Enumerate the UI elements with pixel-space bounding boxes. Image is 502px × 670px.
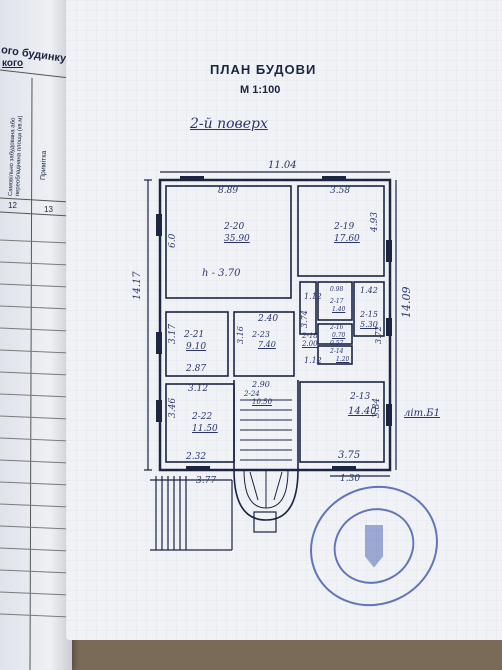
dim-top-width: 11.04 [268, 160, 297, 171]
room-2-20-id: 2-20 [224, 222, 245, 232]
graph-grid [66, 0, 502, 640]
room-2-16-id: 2-16 [330, 324, 344, 331]
room-2-13-h: 3.84 [372, 397, 382, 418]
misc-label-4: 0.57 [330, 340, 344, 347]
room-2-15-h: 3.72 [374, 326, 383, 344]
room-2-15-w: 1.42 [360, 286, 378, 295]
dim-bottom-right: 3.75 [338, 450, 361, 461]
dim-left-height: 14.17 [132, 271, 143, 300]
room-2-22-w: 3.12 [188, 384, 209, 394]
room-2-24-w: 2.90 [252, 380, 270, 389]
misc-label-2: 3.74 [300, 310, 309, 328]
plan-scale: М 1:100 [240, 84, 281, 96]
room-2-14-id: 2-14 [330, 348, 344, 355]
room-2-21-h: 3.17 [168, 323, 178, 344]
left-col-number-12: 12 [8, 201, 17, 210]
room-2-17-id: 2-17 [330, 298, 344, 305]
floor-label: 2-й поверх [190, 116, 268, 132]
room-2-16-area: 0.70 [332, 332, 346, 339]
room-2-24-area: 10.50 [252, 398, 273, 406]
room-2-19-w: 3.58 [330, 186, 351, 196]
dim-bottom-left-b: 3.77 [196, 476, 217, 486]
room-2-22-h: 3.46 [168, 397, 178, 418]
dim-bottom-left-a: 2.32 [186, 452, 207, 462]
left-col-number-13: 13 [44, 205, 53, 214]
room-2-15-id: 2-15 [360, 310, 378, 319]
room-2-24-id: 2-24 [244, 390, 260, 398]
dim-right-height: 14.09 [400, 286, 413, 319]
side-note: літ.Б1 [404, 408, 440, 419]
room-2-14-area: 1.20 [336, 356, 350, 363]
room-2-23-w: 2.40 [258, 314, 279, 324]
left-header-line2: кого [2, 58, 24, 69]
room-2-22-id: 2-22 [192, 412, 213, 422]
room-2-21-w: 2.87 [186, 364, 207, 374]
room-2-20-area: 35.90 [224, 234, 250, 244]
room-2-20-h: 6.0 [168, 233, 178, 248]
room-2-19-h: 4.93 [370, 211, 380, 232]
misc-label-5: 1.12 [304, 356, 322, 365]
room-2-15-area: 5.30 [360, 320, 378, 329]
room-2-21-area: 9.10 [186, 342, 207, 352]
misc-label-1: 1.12 [304, 292, 322, 301]
room-2-23-id: 2-23 [252, 330, 270, 339]
room-2-21-id: 2-21 [184, 330, 205, 340]
room-2-18-area: 2.00 [302, 340, 318, 348]
plan-title: ПЛАН БУДОВИ [210, 62, 317, 77]
left-page: ого будинку кого Самовільно забудована а… [0, 0, 72, 670]
right-page [66, 0, 502, 640]
room-2-22-area: 11.50 [192, 424, 218, 434]
room-2-20-ceiling: h - 3.70 [202, 268, 241, 279]
room-2-19-area: 17.60 [334, 234, 360, 244]
room-2-13-area: 14.40 [348, 406, 377, 417]
dim-bottom-small: 1.30 [340, 474, 361, 484]
room-2-18-id: 2-18 [302, 332, 318, 340]
room-2-13-id: 2-13 [350, 392, 371, 402]
misc-label-3: 0.98 [330, 286, 344, 293]
left-page-table [0, 69, 71, 670]
room-2-17-area: 1.40 [332, 306, 346, 313]
room-2-23-h: 3.16 [236, 326, 245, 344]
room-2-20-w: 8.89 [218, 186, 239, 196]
room-2-19-id: 2-19 [334, 222, 355, 232]
room-2-23-area: 7.40 [258, 340, 276, 349]
